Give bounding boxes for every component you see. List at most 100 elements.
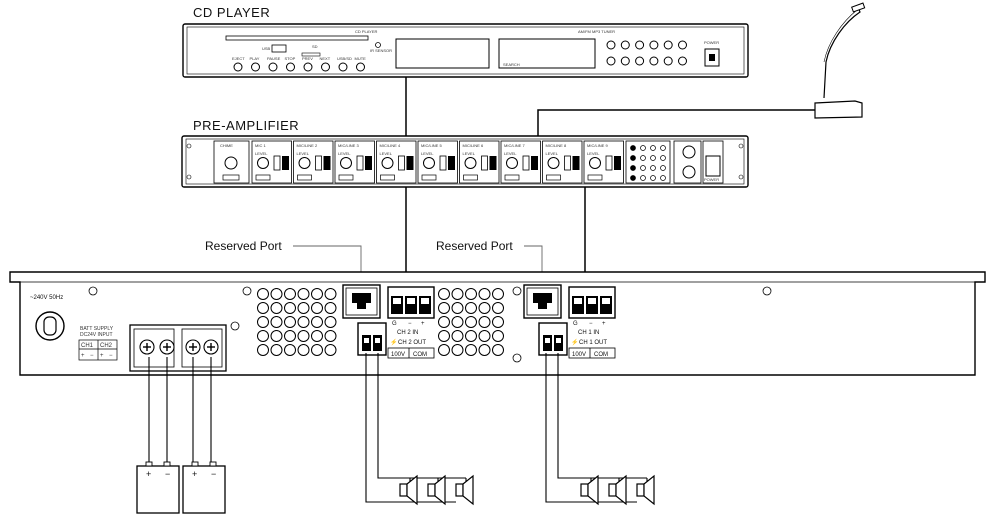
channel-button[interactable] [546,174,561,181]
channel-switch[interactable] [564,155,571,171]
usb-icon[interactable] [271,44,287,53]
channel-button[interactable] [380,174,395,181]
tuner-button[interactable] [620,56,630,66]
ethernet-port-icon[interactable] [342,284,381,319]
tuner-button[interactable] [606,56,616,66]
channel-level-knob[interactable] [257,157,269,169]
channel-button[interactable] [421,174,437,181]
tuner-button[interactable] [620,40,630,50]
ir-sensor-icon [375,42,381,48]
chime-button[interactable] [222,174,240,181]
chime-label: CHIME [220,143,233,148]
tuner-display-caption: SEARCH [503,62,520,67]
mains-label: ~240V 50Hz [30,295,63,301]
channel-button[interactable] [587,174,603,181]
channel-switch[interactable] [481,155,488,171]
channel-selector[interactable] [489,156,497,170]
channel-level-knob[interactable] [298,157,311,169]
cd-button-8[interactable]: MUTE [355,56,367,72]
channel-selector[interactable] [614,156,621,170]
channel-level-knob[interactable] [589,157,601,169]
channel-switch[interactable] [398,155,405,171]
speaker-icon [427,474,446,506]
tuner-button[interactable] [649,56,659,66]
tuner-button[interactable] [649,40,659,50]
ch2-input-terminal-block[interactable] [387,286,435,319]
channel-level-knob[interactable] [423,157,435,169]
ch2-output-terminal-block[interactable] [357,322,387,356]
cd-button-label: PAUSE [267,56,281,61]
cd-button-3[interactable]: PAUSE [267,56,281,72]
channel-level-knob[interactable] [464,157,477,169]
cd-button-label: EJECT [232,56,245,61]
channel-level-knob[interactable] [547,157,560,169]
ch1-input-terminal-block[interactable] [568,286,616,319]
channel-switch[interactable] [522,155,530,171]
cd-button-7[interactable]: USB/SD [337,56,352,72]
channel-switch[interactable] [356,155,364,171]
tuner-button[interactable] [635,40,645,50]
vent-hole [257,344,269,356]
cd-display [395,38,490,69]
vent-hole [465,330,477,342]
channel-selector[interactable] [282,156,289,170]
tuner-button[interactable] [678,40,687,50]
tuner-button[interactable] [678,56,687,66]
chime-section: CHIME [213,140,250,184]
channel-switch[interactable] [315,155,322,171]
preamp-power-switch[interactable] [705,155,721,177]
vent-hole [270,288,283,300]
channel-selector[interactable] [365,156,372,170]
channel-button[interactable] [297,174,312,181]
channel-button[interactable] [504,174,520,181]
ch2-in-terminal-minus: − [408,321,412,327]
tuner-button[interactable] [663,40,673,50]
level-indicator-led [640,165,646,171]
master-level-knob[interactable] [682,165,696,179]
channel-switch[interactable] [273,155,281,171]
channel-level-knob[interactable] [506,157,518,169]
cd-button-2[interactable]: PLAY [250,56,260,72]
ir-sensor-label: IR SENSOR [370,48,392,53]
channel-switch[interactable] [439,155,447,171]
vent-hole [478,288,491,300]
cd-button-5[interactable]: PREV [302,56,313,72]
vent-hole [324,330,337,342]
preamp-channel-label: MIC/LINE 3 [338,143,359,148]
vent-hole [257,316,269,328]
tuner-button[interactable] [606,40,616,50]
ch1-in-label: CH 1 IN [578,330,599,336]
cd-button-4[interactable]: STOP [285,56,296,72]
cd-button-6[interactable]: NEXT [320,56,331,72]
channel-selector[interactable] [572,156,580,170]
tuner-panel-text: AM/FM MP3 TUNER [578,29,615,34]
sd-card-slot[interactable] [301,52,321,57]
master-bass-knob[interactable] [682,145,696,159]
ethernet-port-icon[interactable] [523,284,562,319]
channel-selector[interactable] [406,156,414,170]
chime-level-knob[interactable] [224,156,238,170]
cd-power-indicator [709,54,715,61]
channel-selector[interactable] [531,156,538,170]
channel-selector[interactable] [323,156,331,170]
tuner-button[interactable] [663,56,673,66]
cd-button-1[interactable]: EJECT [232,56,245,72]
channel-button[interactable] [255,174,271,181]
tuner-button[interactable] [635,56,645,66]
vent-hole [492,302,504,314]
channel-level-knob[interactable] [340,157,352,169]
vent-hole [478,344,491,356]
vent-hole [324,288,337,300]
channel-switch[interactable] [605,155,613,171]
channel-selector[interactable] [448,156,455,170]
channel-level-knob[interactable] [381,157,394,169]
usb-label: USB [262,46,271,51]
channel-button[interactable] [463,174,478,181]
vent-hole [297,330,310,342]
ch1-output-terminal-block[interactable] [538,322,568,356]
channel-button[interactable] [338,174,354,181]
level-indicator-led [640,155,646,161]
